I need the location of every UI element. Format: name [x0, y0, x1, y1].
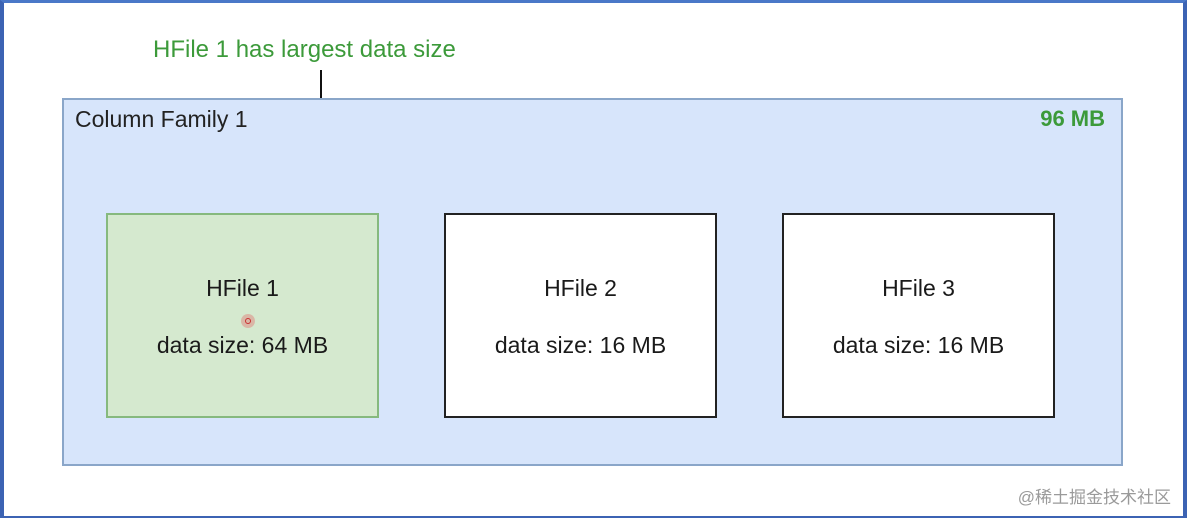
- hfile-name: HFile 3: [882, 275, 955, 301]
- hfile-2-box: HFile 2 data size: 16 MB: [444, 213, 717, 418]
- hfile-name: HFile 2: [544, 275, 617, 301]
- hfile-1-box: HFile 1 data size: 64 MB: [106, 213, 379, 418]
- hfile-size: data size: 64 MB: [156, 332, 329, 358]
- hfile-name: HFile 1: [206, 275, 279, 301]
- column-family-size: 96 MB: [1040, 106, 1105, 131]
- column-family-label: Column Family 1: [75, 106, 248, 132]
- annotation-label: HFile 1 has largest data size: [153, 36, 456, 63]
- hfile-size: data size: 16 MB: [832, 332, 1005, 358]
- watermark-text: @稀土掘金技术社区: [1017, 488, 1171, 507]
- hfile-3-box: HFile 3 data size: 16 MB: [782, 213, 1055, 418]
- hfile-size: data size: 16 MB: [494, 332, 667, 358]
- cursor-indicator: [241, 314, 255, 328]
